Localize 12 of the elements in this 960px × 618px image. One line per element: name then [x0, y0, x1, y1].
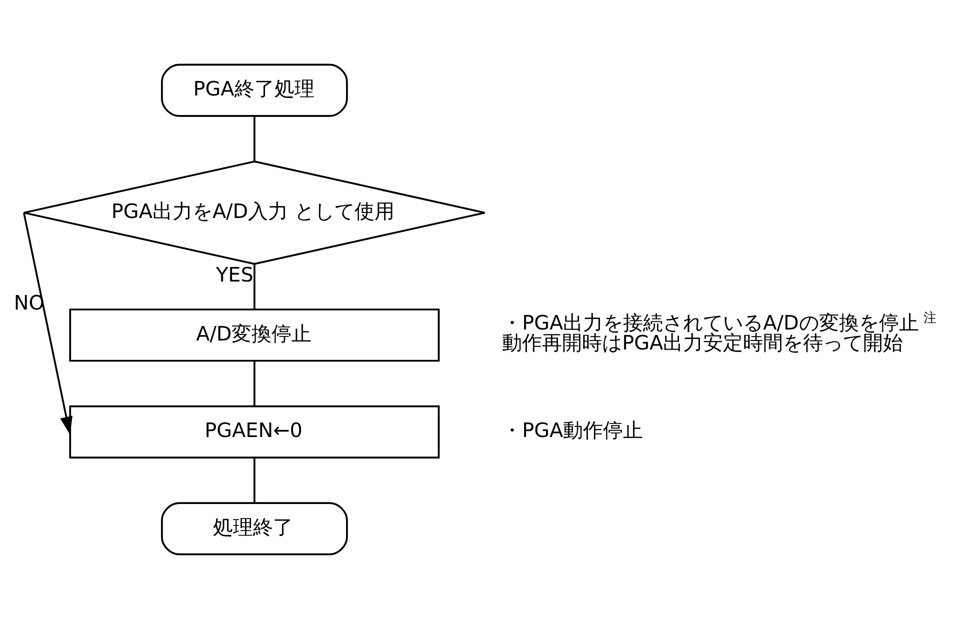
arrow	[22, 212, 72, 434]
node-box: A/D変換停止	[69, 308, 440, 362]
node-label: ・PGA動作停止	[502, 418, 644, 442]
connector	[254, 360, 256, 406]
node-diamond: PGA出力をA/D入力 として使用	[23, 160, 486, 264]
connector	[254, 116, 256, 161]
node-box: 処理終了	[161, 502, 348, 555]
node-box: PGA終了処理	[161, 63, 348, 116]
node-box: PGAEN←0	[69, 404, 440, 458]
connector	[254, 458, 256, 502]
edge-label: YES	[216, 262, 254, 286]
connector	[254, 264, 256, 309]
